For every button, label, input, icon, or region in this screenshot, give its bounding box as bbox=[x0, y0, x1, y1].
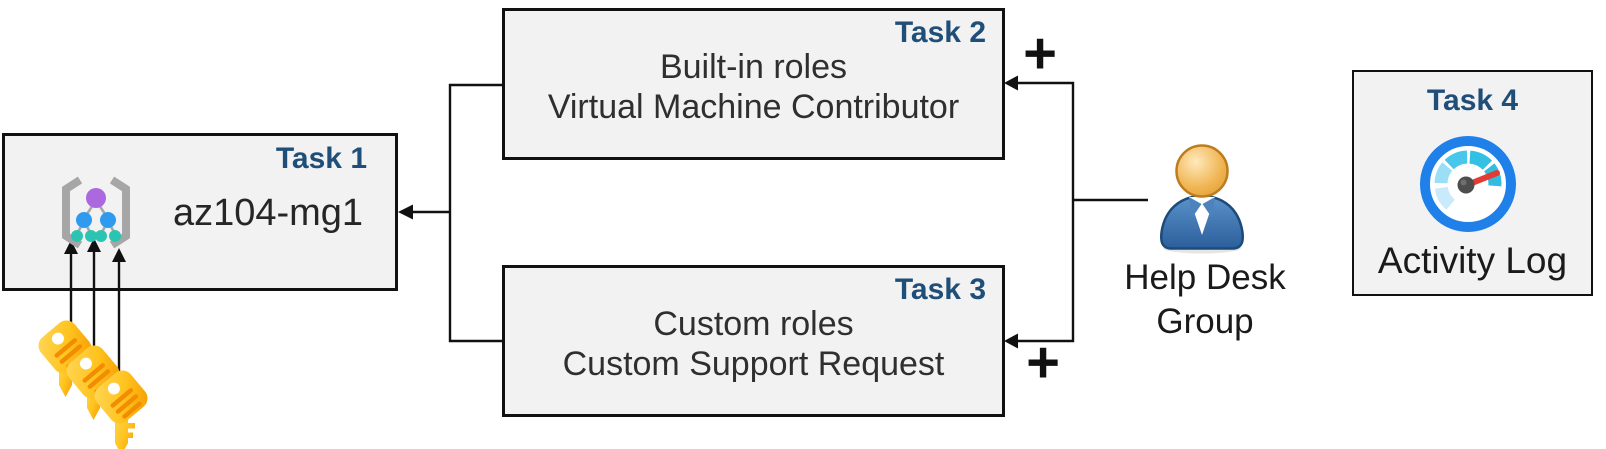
helpdesk-label-line1: Help Desk bbox=[1124, 258, 1286, 297]
helpdesk-user-icon bbox=[1160, 144, 1244, 254]
task3-line1: Custom roles bbox=[653, 305, 854, 343]
task3-box: Task 3 Custom roles Custom Support Reque… bbox=[502, 265, 1005, 417]
task3-label: Task 3 bbox=[894, 273, 986, 306]
task1-label: Task 1 bbox=[275, 142, 367, 175]
helpdesk-group-label: Help Desk Group bbox=[1103, 256, 1307, 344]
task2-label: Task 2 bbox=[894, 16, 986, 49]
key-icon bbox=[94, 370, 148, 449]
task2-box: Task 2 Built-in roles Virtual Machine Co… bbox=[502, 8, 1005, 160]
key-icon bbox=[66, 345, 120, 420]
task2-line2: Virtual Machine Contributor bbox=[547, 88, 960, 126]
task1-box: Task 1 az104-mg1 bbox=[2, 133, 398, 291]
task1-title: az104-mg1 bbox=[172, 192, 364, 234]
plus-icon-bottom: + bbox=[1026, 330, 1060, 395]
helpdesk-label-line2: Group bbox=[1156, 302, 1254, 341]
key-icon bbox=[38, 320, 92, 397]
task4-caption: Activity Log bbox=[1377, 240, 1568, 281]
plus-icon-top: + bbox=[1023, 21, 1057, 86]
task3-line2: Custom Support Request bbox=[562, 345, 945, 383]
task4-box: Task 4 Activity Log bbox=[1352, 70, 1593, 296]
keys-icon bbox=[38, 320, 148, 449]
left-bracket-connector bbox=[412, 83, 502, 343]
task2-line1: Built-in roles bbox=[659, 48, 848, 86]
arrow-to-task1-icon bbox=[398, 204, 413, 220]
task4-label: Task 4 bbox=[1426, 84, 1519, 117]
